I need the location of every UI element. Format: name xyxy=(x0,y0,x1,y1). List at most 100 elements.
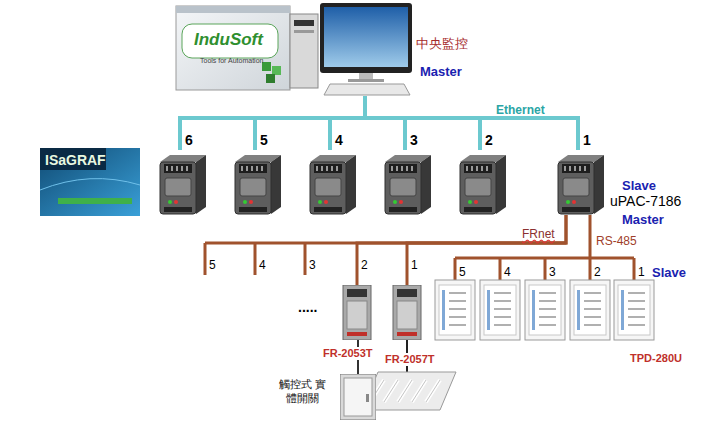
text-holder: Slave xyxy=(652,263,686,281)
network-link xyxy=(407,215,566,285)
controller-module-part xyxy=(346,155,356,214)
controller-module: 3 xyxy=(377,150,433,215)
callout-number: 5 xyxy=(209,259,216,273)
controller-module-part xyxy=(464,207,492,212)
controller-module-part xyxy=(460,162,496,214)
controller-module-part xyxy=(563,178,589,196)
controller-module-part xyxy=(464,164,492,173)
controller-module-part xyxy=(392,166,412,171)
controller-module-part xyxy=(389,164,417,173)
node-label: Master xyxy=(420,65,462,80)
io-module-part xyxy=(397,301,417,329)
controller-module-part xyxy=(562,164,590,173)
controller-module-picture xyxy=(550,150,606,215)
node-label: uPAC-7186 xyxy=(610,193,681,209)
central-computer-part xyxy=(294,20,314,26)
controller-module-part xyxy=(168,200,172,204)
callout-number: 2 xyxy=(485,132,493,148)
logo-text: InduSoft xyxy=(194,30,263,50)
controller-module-part xyxy=(465,178,491,196)
lamp-grid xyxy=(370,380,440,402)
controller-module-part xyxy=(164,207,192,212)
text-holder: 2 xyxy=(361,255,368,273)
callout-number: 3 xyxy=(549,266,556,280)
controller-module-part xyxy=(594,155,604,214)
software-name: ISaGRAF xyxy=(45,152,106,168)
touch-panel xyxy=(480,280,520,340)
controller-module-part xyxy=(562,207,590,212)
central-computer-part xyxy=(359,73,373,80)
central-computer-part xyxy=(290,14,318,88)
isagraf-title-ground xyxy=(40,148,106,170)
io-module-picture xyxy=(342,285,372,340)
controller-module-part xyxy=(496,155,506,214)
controller-module-part xyxy=(421,155,431,214)
controller-module-part xyxy=(239,207,267,212)
logo-cube xyxy=(266,74,275,83)
text-holder: Ethernet xyxy=(496,100,545,118)
controller-module-part xyxy=(393,200,397,204)
isagraf-curve xyxy=(40,179,140,190)
central-computer-part xyxy=(324,84,410,95)
io-module: FR-2057T xyxy=(392,285,422,340)
touch-panel xyxy=(570,280,610,340)
callout-number: 3 xyxy=(309,259,316,273)
text-holder: ISaGRAF xyxy=(45,151,106,169)
lamp-fixture xyxy=(362,372,456,410)
touch-panel xyxy=(435,280,475,340)
io-module-part xyxy=(397,332,417,336)
callout-number: 1 xyxy=(411,259,418,273)
io-module: FR-2053T xyxy=(342,285,372,340)
controller-module-part xyxy=(314,164,342,173)
node-label: 中央監控 xyxy=(416,37,468,52)
controller-module-part xyxy=(467,166,487,171)
controller-module-part xyxy=(324,200,328,204)
screenshot-bar xyxy=(176,6,290,13)
isagraf-strip xyxy=(58,198,132,204)
wall-switch-part xyxy=(366,394,369,402)
text-holder: 1 xyxy=(411,255,418,273)
controller-module-part xyxy=(242,166,262,171)
central-computer-picture xyxy=(288,2,414,96)
io-module-part xyxy=(397,289,417,297)
node-label: Slave xyxy=(622,179,656,194)
central-computer-part xyxy=(348,79,384,82)
lamp-body xyxy=(362,372,456,410)
text-holder: 5 xyxy=(459,262,466,280)
wall-switch-part xyxy=(340,374,376,420)
controller-module-part xyxy=(196,155,206,214)
touch-panel xyxy=(525,280,565,340)
controller-module-part xyxy=(390,178,416,196)
callout-number: 5 xyxy=(260,132,268,148)
callout-number: 1 xyxy=(583,132,591,148)
controller-module-part xyxy=(239,164,267,173)
io-module-part xyxy=(347,289,367,297)
controller-module-part xyxy=(572,200,576,204)
text-holder: 6 xyxy=(185,131,193,149)
controller-module-picture xyxy=(302,150,358,215)
network-link xyxy=(365,96,480,150)
controller-module-picture xyxy=(452,150,508,215)
controller-module: 4 xyxy=(302,150,358,215)
controller-module-part xyxy=(317,166,337,171)
controller-module-part xyxy=(243,200,247,204)
text-holder: 中央監控 xyxy=(416,34,468,52)
role-label: Slave xyxy=(652,266,686,281)
controller-module-part xyxy=(385,162,421,214)
text-holder: FRnet xyxy=(522,224,555,242)
controller-module-part xyxy=(235,162,271,214)
io-module-part xyxy=(393,285,421,340)
text-holder: Master xyxy=(420,62,462,80)
isagraf-ground xyxy=(40,148,140,216)
network-link xyxy=(180,96,365,150)
node-label: FR-2057T xyxy=(384,353,436,366)
wall-switch-part xyxy=(344,378,372,416)
text-holder: InduSoft xyxy=(194,30,263,50)
callout-number: 4 xyxy=(335,132,343,148)
isagraf-picture xyxy=(40,148,140,216)
ellipsis: ..... xyxy=(298,299,317,315)
controller-module: 6 xyxy=(152,150,208,215)
io-module-part xyxy=(343,285,371,340)
controller-module-part xyxy=(160,162,196,214)
io-module-picture xyxy=(392,285,422,340)
